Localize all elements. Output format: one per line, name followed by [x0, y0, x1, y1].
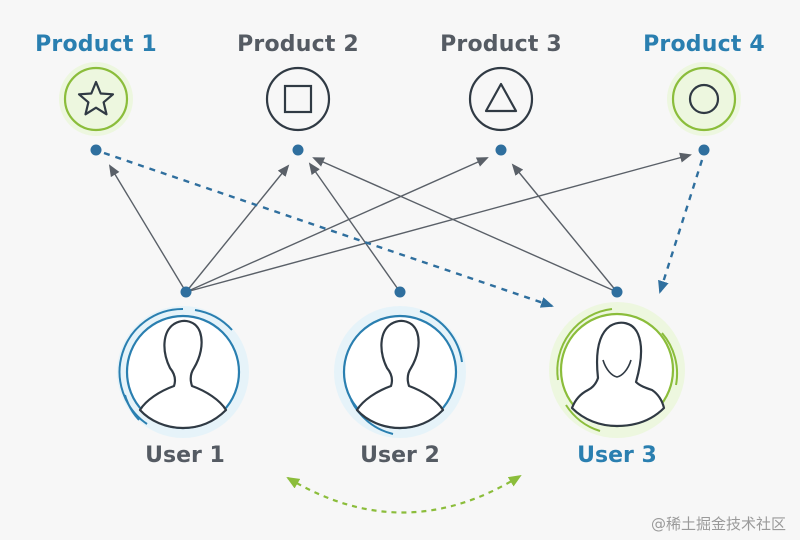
product-3-dot — [495, 144, 507, 156]
user-2-label: User 2 — [360, 443, 440, 468]
product-2-dot — [292, 144, 304, 156]
product-3-icon-node — [468, 66, 534, 132]
product-4-label: Product 4 — [643, 32, 765, 57]
edge-user2-product2 — [308, 162, 401, 293]
circle-icon — [688, 83, 720, 115]
product-4-dot — [698, 144, 710, 156]
watermark: @稀土掘金技术社区 — [650, 515, 786, 533]
edge-user3-product2 — [312, 157, 618, 293]
user-3-label: User 3 — [577, 443, 657, 468]
female-user-icon — [570, 321, 666, 428]
product-3-label: Product 3 — [440, 32, 562, 57]
product-1-dot — [90, 144, 102, 156]
edge-user1-product2 — [185, 164, 290, 293]
triangle-icon — [484, 82, 518, 113]
user-1-label: User 1 — [145, 443, 225, 468]
product-4-icon-node — [667, 62, 741, 136]
edge-user1-product1 — [108, 164, 187, 293]
edge-user3-product3 — [511, 163, 618, 293]
edge-user1-product4 — [185, 152, 692, 293]
user-3-avatar — [549, 302, 685, 438]
male-user-icon — [138, 319, 228, 430]
user-2-avatar — [334, 306, 466, 438]
star-icon — [77, 80, 115, 116]
user-1-avatar — [117, 306, 249, 438]
user-2-dot — [394, 286, 406, 298]
product-2-label: Product 2 — [237, 32, 359, 57]
user-3-dot — [611, 286, 623, 298]
product-2-icon-node — [265, 66, 331, 132]
square-icon — [283, 84, 313, 114]
edge-user1-user3-similarity — [286, 474, 522, 514]
edge-user1-product3 — [185, 157, 489, 293]
product-1-label: Product 1 — [35, 32, 157, 57]
product-1-icon-node — [59, 62, 133, 136]
edge-product4-user3-recommendation — [658, 159, 704, 294]
user-1-dot — [180, 286, 192, 298]
male-user-icon — [355, 319, 445, 430]
